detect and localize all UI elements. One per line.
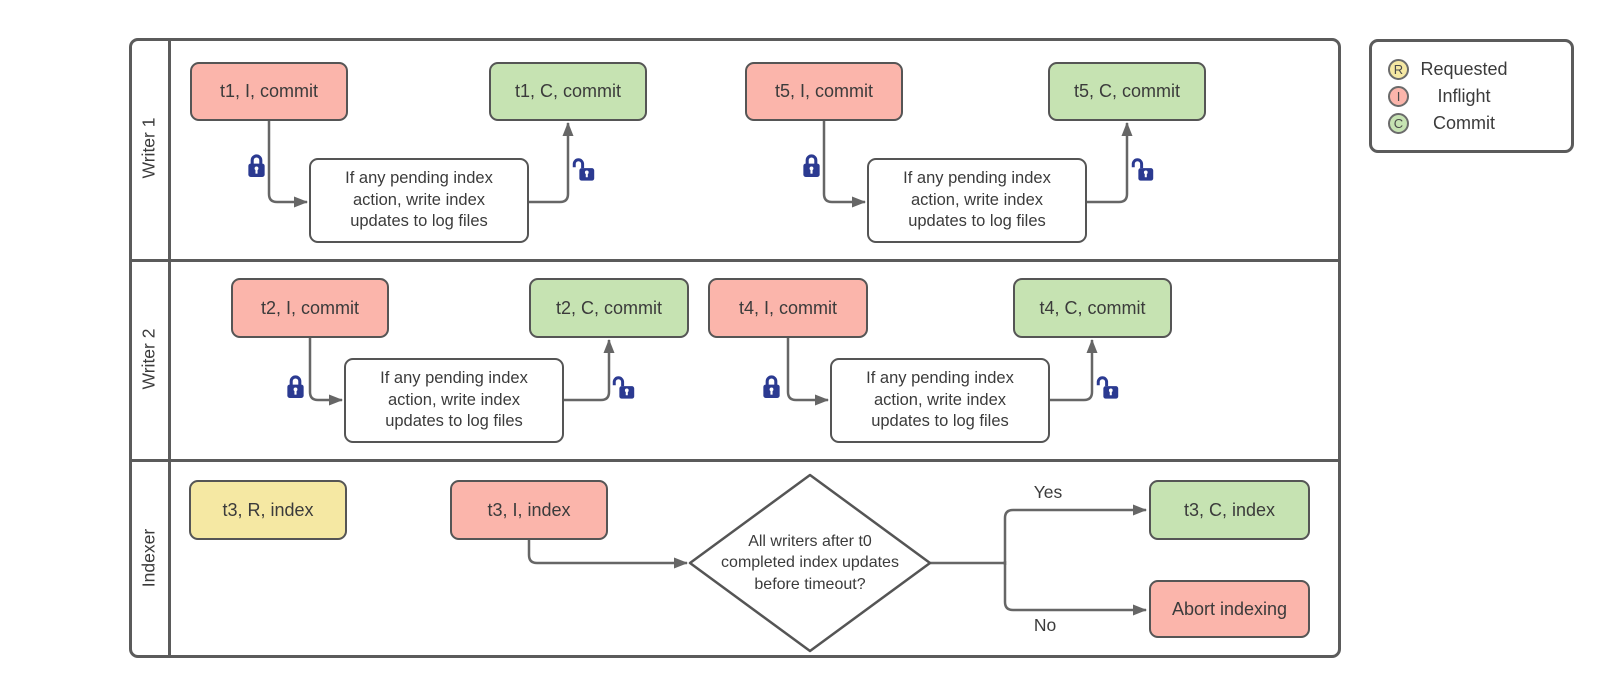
lock-closed-icon: [245, 151, 268, 180]
connector-t2-to-note: [308, 338, 343, 406]
lane-divider-1: [129, 259, 1341, 262]
lock-closed-icon: [760, 372, 783, 401]
edge-label-yes: Yes: [1033, 482, 1063, 502]
lane-label-indexer: Indexer: [138, 528, 159, 588]
requested-badge-icon: R: [1388, 58, 1409, 80]
legend-item-inflight: I Inflight: [1388, 85, 1561, 107]
lock-open-icon: [571, 156, 597, 184]
node-t2-inflight: t2, I, commit: [231, 278, 389, 338]
legend: R Requested I Inflight C Commit: [1369, 39, 1574, 153]
connector-note-to-t2-commit: [564, 339, 615, 402]
node-t5-commit: t5, C, commit: [1048, 62, 1206, 121]
connector-t3-to-decision: [527, 540, 688, 569]
node-t2-commit: t2, C, commit: [529, 278, 689, 338]
node-t1-inflight: t1, I, commit: [190, 62, 348, 121]
note-writer1-b: If any pending index action, write index…: [867, 158, 1087, 243]
node-t4-commit: t4, C, commit: [1013, 278, 1172, 338]
legend-label-commit: Commit: [1433, 112, 1495, 133]
note-writer2-b: If any pending index action, write index…: [830, 358, 1050, 443]
swimlane-frame: [129, 38, 1341, 658]
decision-diamond: [688, 473, 932, 653]
connector-no-branch: [1003, 561, 1147, 616]
legend-item-commit: C Commit: [1388, 112, 1561, 134]
legend-item-requested: R Requested: [1388, 58, 1561, 80]
edge-label-no: No: [1033, 615, 1057, 635]
commit-badge-icon: C: [1388, 112, 1409, 134]
lock-open-icon: [1130, 156, 1156, 184]
node-t3-inflight: t3, I, index: [450, 480, 608, 540]
node-t5-inflight: t5, I, commit: [745, 62, 903, 121]
connector-note-to-t5-commit: [1087, 122, 1133, 204]
lane-header-divider: [168, 38, 171, 658]
lock-open-icon: [1095, 374, 1121, 402]
lane-label-writer1: Writer 1: [138, 117, 159, 179]
decision-text: All writers after t0 completed index upd…: [721, 533, 899, 593]
legend-label-requested: Requested: [1420, 58, 1508, 79]
connector-t4-to-note: [786, 338, 829, 406]
node-t1-commit: t1, C, commit: [489, 62, 647, 121]
lock-closed-icon: [284, 372, 307, 401]
connector-t1-to-note: [267, 121, 308, 208]
lane-label-writer2: Writer 2: [138, 328, 159, 390]
lock-open-icon: [611, 374, 637, 402]
node-t3-commit: t3, C, index: [1149, 480, 1310, 540]
connector-yes-branch: [1003, 504, 1147, 565]
lock-closed-icon: [800, 151, 823, 180]
lane-divider-2: [129, 459, 1341, 462]
node-t4-inflight: t4, I, commit: [708, 278, 868, 338]
note-writer1-a: If any pending index action, write index…: [309, 158, 529, 243]
legend-label-inflight: Inflight: [1437, 85, 1491, 106]
connector-t5-to-note: [822, 121, 866, 208]
node-abort-indexing: Abort indexing: [1149, 580, 1310, 638]
note-writer2-a: If any pending index action, write index…: [344, 358, 564, 443]
node-t3-requested: t3, R, index: [189, 480, 347, 540]
connector-note-to-t4-commit: [1050, 339, 1098, 402]
inflight-badge-icon: I: [1388, 85, 1409, 107]
connector-note-to-t1-commit: [529, 122, 574, 204]
